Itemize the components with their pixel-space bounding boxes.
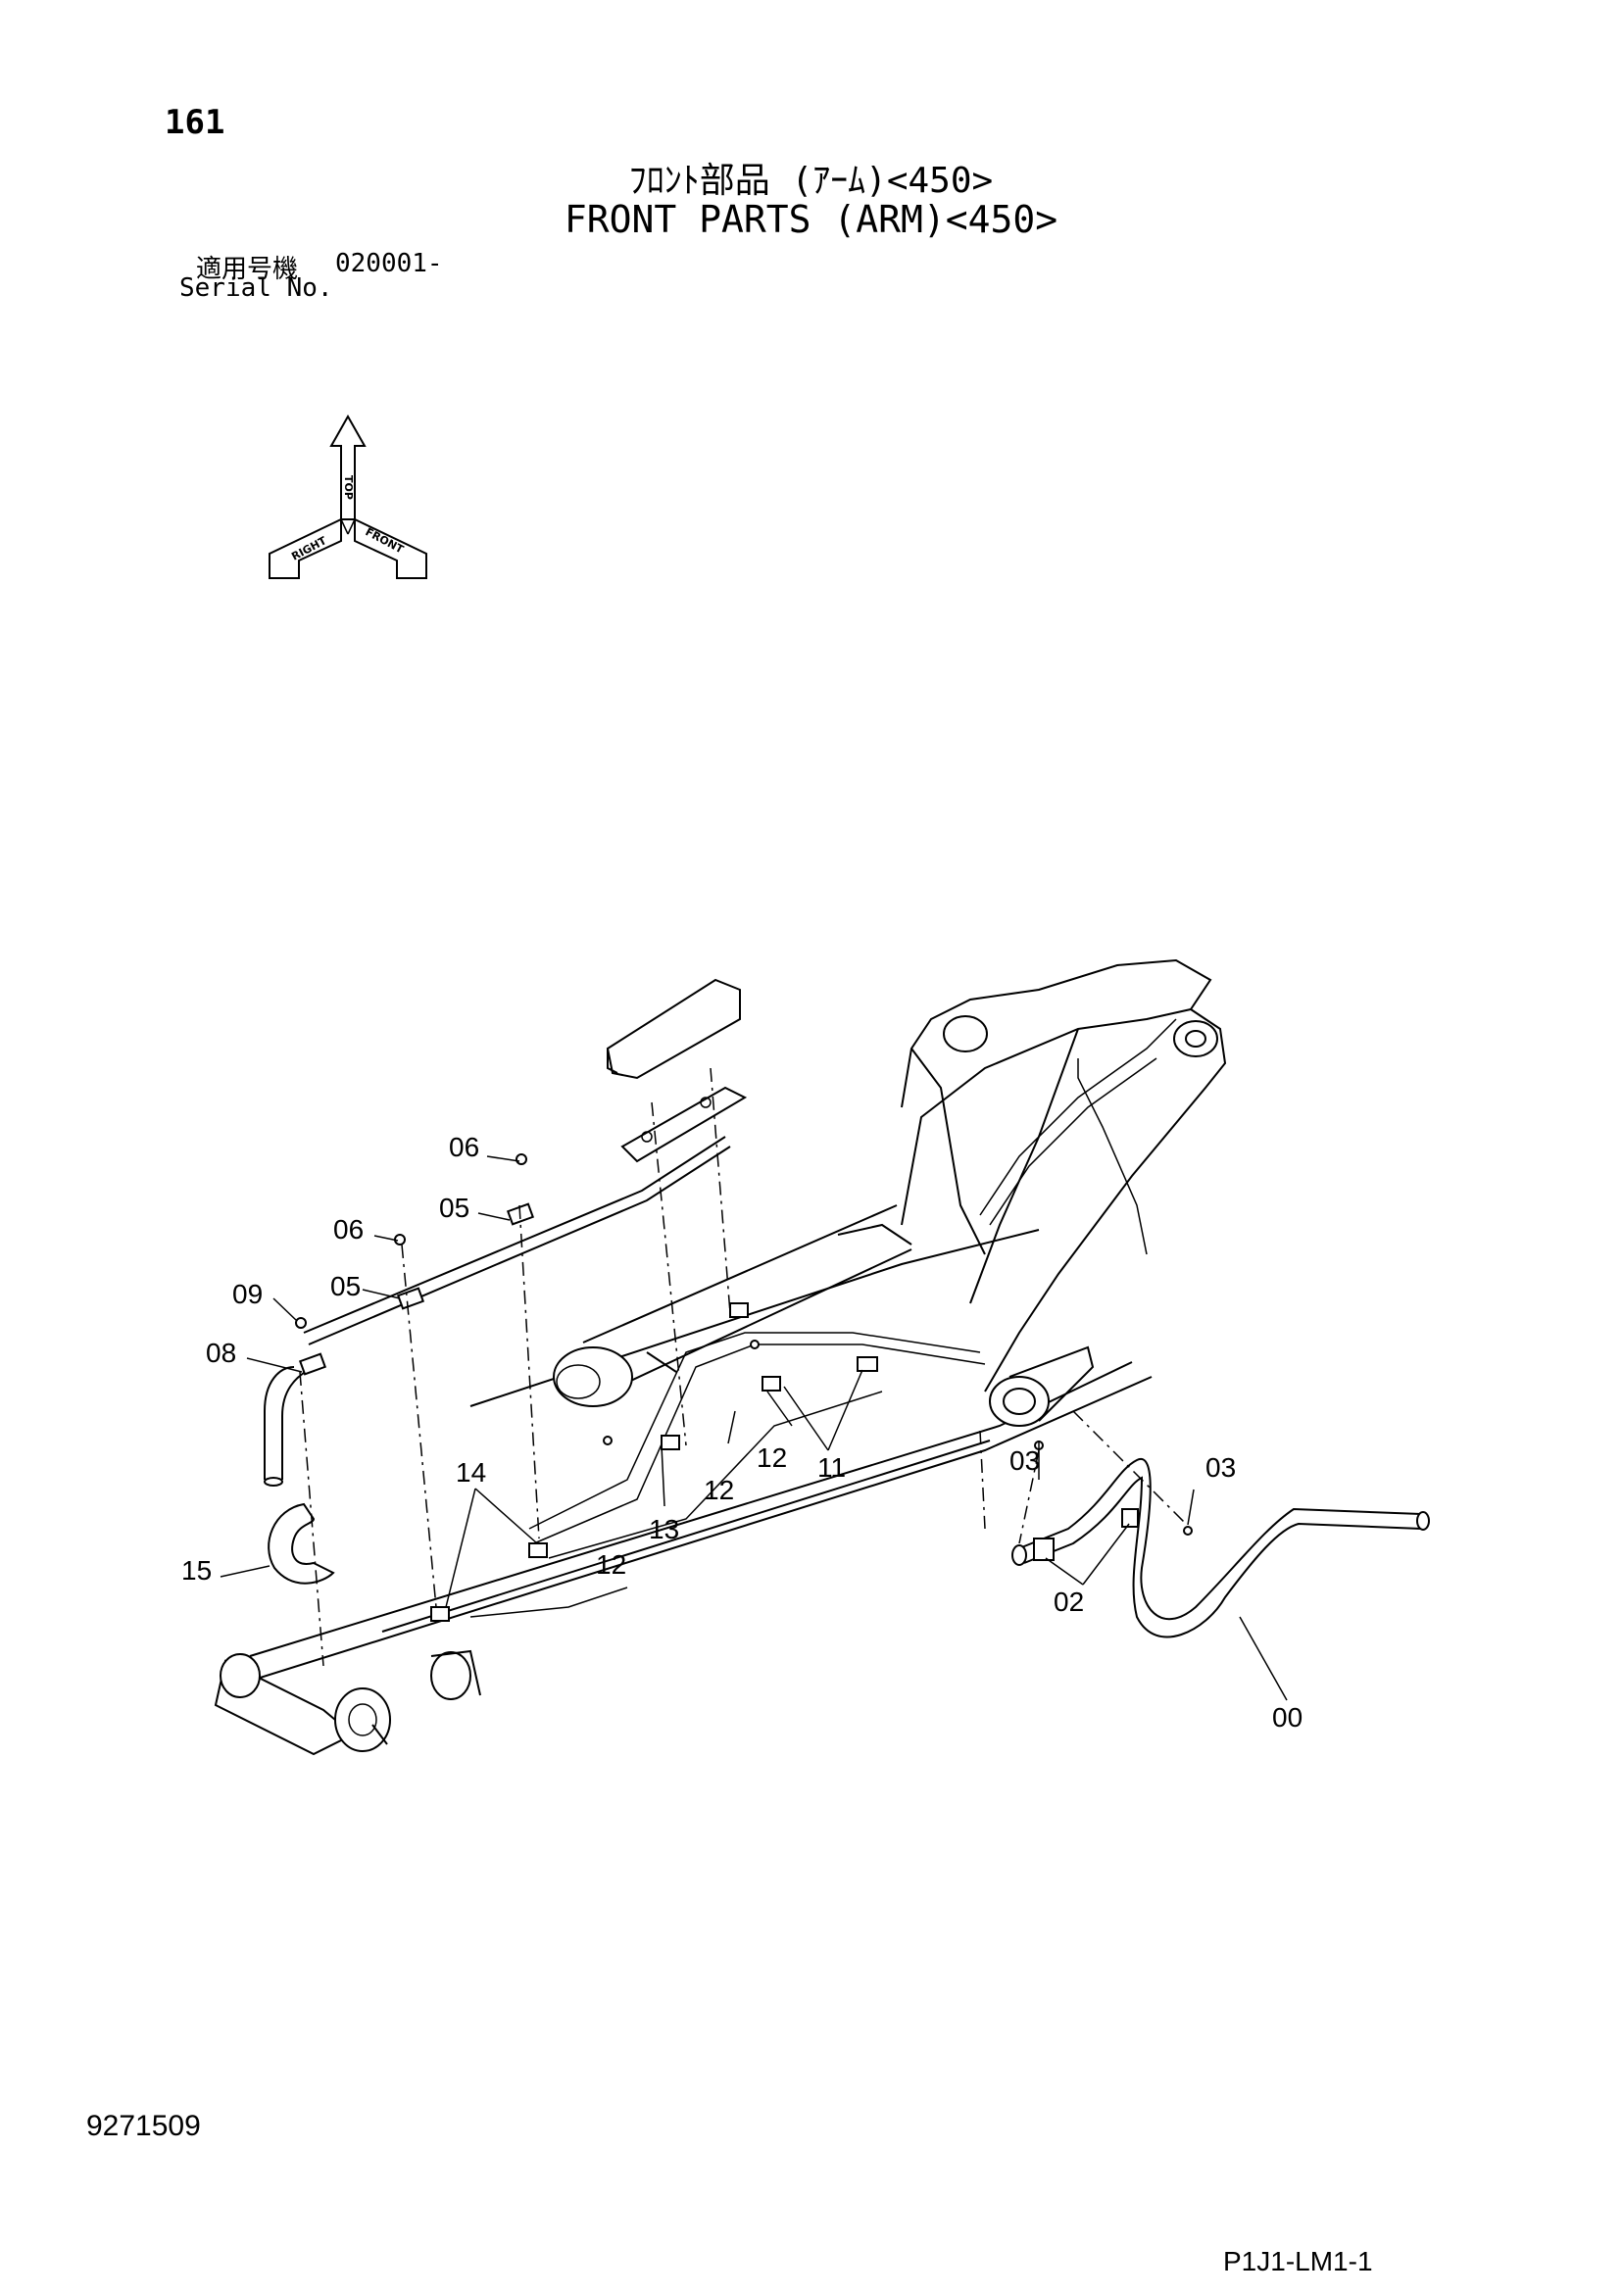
callout-label: 06 <box>449 1132 479 1162</box>
callout-label: 14 <box>456 1457 486 1488</box>
page-number: 161 <box>165 103 225 142</box>
callout-label: 11 <box>817 1452 846 1483</box>
callout-label: 05 <box>439 1193 469 1223</box>
callout-label: 02 <box>1054 1587 1084 1617</box>
title-japanese: ﾌﾛﾝﾄ部品 (ｱｰﾑ)<450> <box>628 161 994 201</box>
serial-label-english: Serial No. <box>179 273 333 303</box>
callout-label: 13 <box>649 1514 679 1544</box>
callout-label: 12 <box>704 1475 734 1505</box>
orientation-indicator: TOP RIGHT FRONT <box>269 414 427 579</box>
callout-label: 06 <box>333 1214 364 1245</box>
arm-body <box>234 958 1227 1686</box>
clamps-and-bolts <box>295 1153 1193 1622</box>
arm-tip-pivot <box>214 1649 481 1756</box>
page-code: P1J1-LM1-1 <box>1223 2246 1373 2276</box>
callout-label: 03 <box>1009 1445 1040 1476</box>
callout-label: 12 <box>596 1549 626 1580</box>
leader-lines <box>220 1155 1288 1701</box>
left-hose-assembly <box>264 1366 335 1585</box>
explode-guide-lines <box>299 1067 1187 1667</box>
callout-label: 08 <box>206 1338 236 1368</box>
arm-cylinder <box>553 1204 912 1407</box>
callout-labels: 06 05 06 05 09 08 15 14 12 13 12 12 11 0… <box>181 1132 1303 1733</box>
serial-label-japanese: 適用号機 <box>196 255 299 284</box>
orientation-top-label: TOP <box>342 475 355 500</box>
callout-label: 00 <box>1272 1702 1303 1733</box>
serial-value: 020001- <box>335 249 443 278</box>
title-english: FRONT PARTS (ARM)<450> <box>564 198 1058 241</box>
callout-label: 05 <box>330 1271 361 1301</box>
callout-label: 09 <box>232 1279 263 1309</box>
document-number: 9271509 <box>86 2110 201 2142</box>
callout-label: 03 <box>1205 1452 1236 1483</box>
callout-label: 15 <box>181 1555 212 1586</box>
top-cover-plate <box>606 978 748 1163</box>
callout-label: 12 <box>757 1442 787 1473</box>
right-hose-assembly <box>1011 1457 1430 1638</box>
